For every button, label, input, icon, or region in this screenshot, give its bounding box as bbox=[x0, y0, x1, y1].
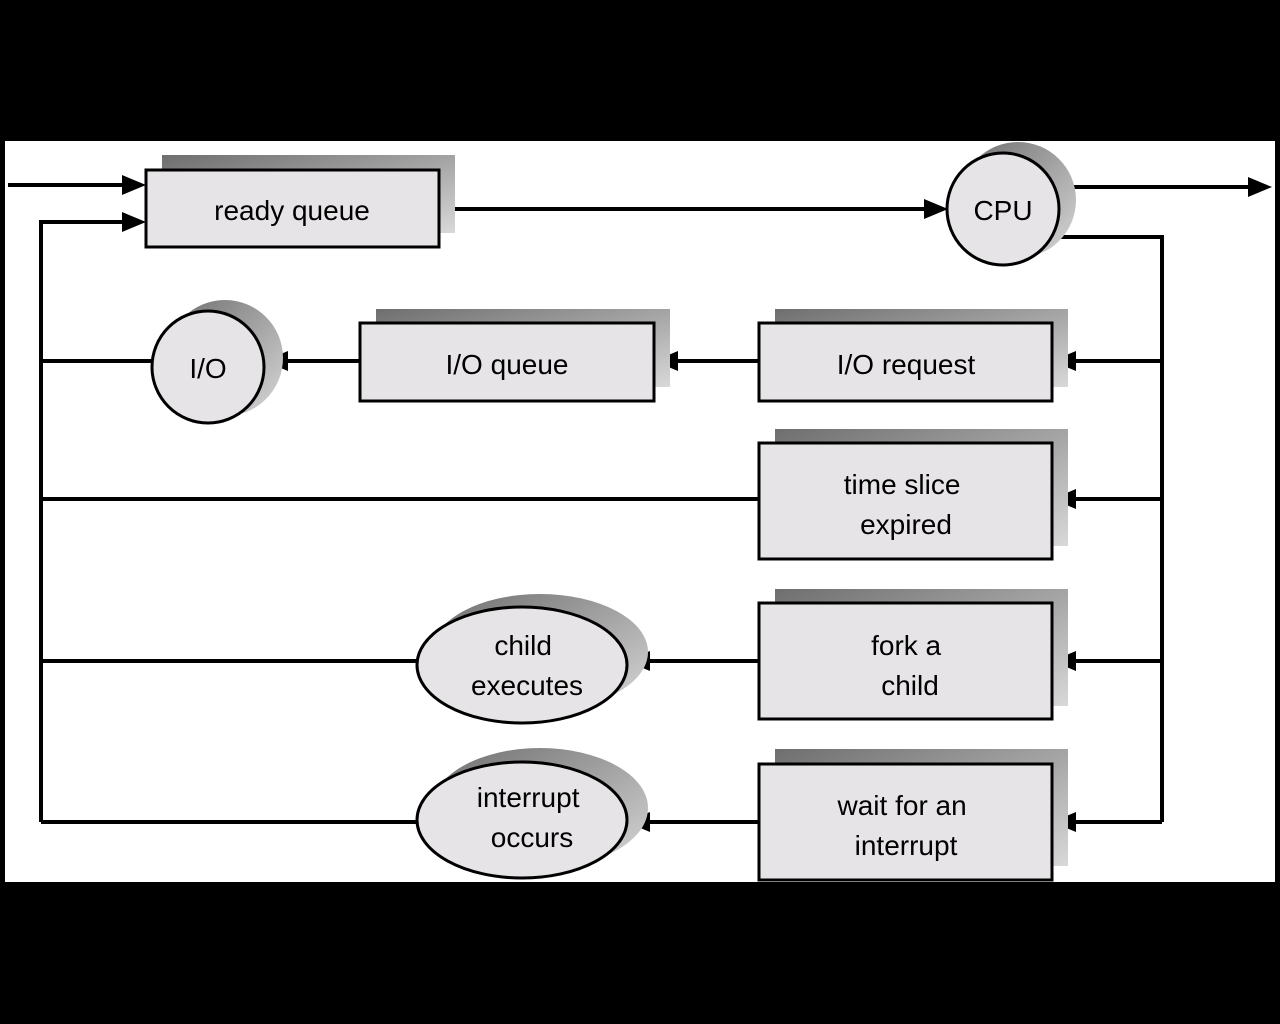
cpu-circle bbox=[945, 151, 1061, 267]
wait-interrupt-node: wait for an interrupt bbox=[757, 749, 1068, 882]
return-bus bbox=[39, 220, 125, 822]
interrupt-occurs-ellipse bbox=[415, 760, 629, 880]
child-executes-ellipse bbox=[415, 605, 629, 725]
fork-child-box bbox=[757, 601, 1054, 721]
ready-to-cpu-arrowhead bbox=[924, 199, 948, 219]
child-executes-label: child executes bbox=[471, 630, 583, 701]
time-slice-node: time slice expired bbox=[757, 429, 1068, 561]
time-slice-box bbox=[757, 441, 1054, 561]
ready-queue-box bbox=[144, 168, 441, 249]
cpu-label: CPU bbox=[973, 195, 1032, 226]
cpu-to-bus-line bbox=[1045, 235, 1164, 822]
io-request-box bbox=[757, 321, 1054, 403]
ready-queue-node: ready queue bbox=[144, 155, 455, 249]
connectors bbox=[8, 175, 1272, 832]
cpu-node: CPU bbox=[945, 142, 1076, 267]
fork-child-node: fork a child bbox=[757, 589, 1068, 721]
fork-child-label: fork a child bbox=[871, 630, 949, 701]
io-queue-node: I/O queue bbox=[358, 309, 670, 403]
io-circle bbox=[150, 309, 266, 425]
diagram-canvas bbox=[5, 141, 1275, 882]
cpu-exit-arrowhead bbox=[1248, 177, 1272, 197]
io-queue-box bbox=[358, 321, 656, 403]
child-executes-node: child executes bbox=[415, 594, 648, 725]
interrupt-occurs-node: interrupt occurs bbox=[415, 748, 648, 880]
return-arrowhead bbox=[122, 212, 146, 232]
io-queue-label: I/O queue bbox=[446, 349, 569, 380]
io-node: I/O bbox=[150, 300, 283, 425]
io-label: I/O bbox=[189, 353, 226, 384]
io-request-node: I/O request bbox=[757, 309, 1068, 403]
io-request-label: I/O request bbox=[837, 349, 976, 380]
ready-queue-label: ready queue bbox=[214, 195, 370, 226]
wait-interrupt-box bbox=[757, 762, 1054, 882]
wait-interrupt-label: wait for an interrupt bbox=[837, 790, 975, 861]
entry-arrowhead bbox=[122, 175, 146, 195]
interrupt-occurs-label: interrupt occurs bbox=[477, 782, 588, 853]
time-slice-label: time slice expired bbox=[844, 469, 968, 540]
